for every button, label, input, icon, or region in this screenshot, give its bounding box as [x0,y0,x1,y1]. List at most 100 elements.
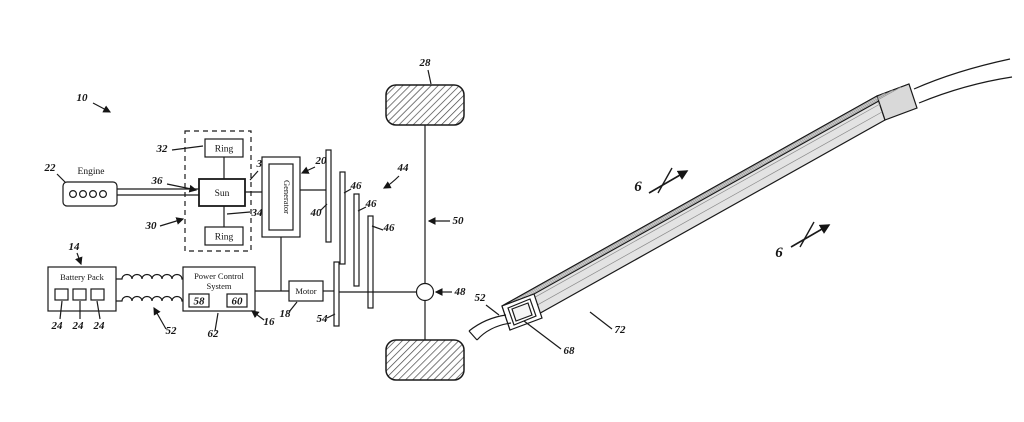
leader-ref-14 [75,252,83,266]
ref-24a-label: 24 [51,320,64,332]
leader-ref-32 [171,145,204,151]
pcs-module-58-box [188,293,210,308]
pcs-module-60-box [226,293,248,308]
power-links: 52 62 [116,273,219,340]
sun-gear-label: Sun [215,189,230,199]
ref-36-label: 36 [151,175,164,187]
ref-18-label: 18 [280,308,292,320]
beam-front-face [501,95,886,331]
leader-ref-36 [166,183,198,193]
engine-cylinder [98,190,107,199]
ref-52-left-label: 52 [166,325,178,337]
battery-pack: 14 Battery Pack 24 24 24 [47,241,117,332]
far-cable-line [918,76,1013,104]
section-mark-a: 6 [634,167,689,195]
ref-44-label: 44 [397,162,410,174]
leader-ref-30 [159,217,185,227]
trans-gear-bar-46a [339,171,346,265]
planetary-gearset: Ring Sun Ring 32 36 30 34 38 [145,130,268,252]
leader-ref-40 [319,203,328,212]
leader-ref-46c [371,225,384,231]
pcs-label-line1: Power Control [194,271,244,281]
ref-20-label: 20 [315,155,328,167]
ref-52-right-label: 52 [475,292,487,304]
gearset-dashed-boundary [184,130,252,252]
ref-46b-label: 46 [365,198,378,210]
section-a-label: 6 [634,179,642,195]
inductor-coil-top [116,273,183,280]
battery-pack-label: Battery Pack [60,272,104,282]
ring-gear-top-label: Ring [215,145,234,155]
motor-shaft-bar-54 [333,261,340,327]
leader-ref-24a [59,300,63,320]
powertrain-schematic: 10 22 Engine Ring Sun Ring 32 [44,57,467,381]
engine-cylinder [88,190,97,199]
ref-58-label: 58 [194,296,206,308]
leader-ref-46b [357,206,367,212]
wheel-front [385,84,465,126]
leader-ref-34 [226,211,251,215]
far-cable-line [913,58,1011,90]
ref-60-label: 60 [232,296,244,308]
trans-gear-bar-46c [367,215,374,309]
leader-ref-22 [56,173,67,184]
ref-46a-label: 46 [350,180,363,192]
leader-ref-68 [523,320,562,350]
leader-ref-38 [249,170,259,181]
ref-28-label: 28 [419,57,432,69]
leader-ref-20 [300,166,316,174]
ref-34-label: 34 [251,207,264,219]
pcs-label-line2: System [206,281,231,291]
leader-ref-24c [96,300,101,320]
ref-68-label: 68 [564,345,576,357]
near-cable-line [468,314,507,332]
leader-ref-52-right [485,304,500,316]
section-a-arrow [648,170,689,194]
battery-cell [72,288,87,301]
power-control-system: Power Control System 58 60 16 [182,266,289,328]
near-cable-line [476,322,512,341]
inductor-coil-bottom [116,295,183,302]
generator: Generator 20 [245,155,327,291]
ref-32-label: 32 [156,143,169,155]
ref-10-label: 10 [77,92,89,104]
near-cable-end [468,330,478,341]
ref-54-label: 54 [317,313,329,325]
leader-ref-46a [343,188,352,194]
leader-ref-16 [251,310,265,321]
generator-label: Generator [282,180,292,214]
engine-cylinder [78,190,87,199]
engine: 22 Engine [44,162,199,207]
inner-member-end [511,302,533,322]
ref-30-label: 30 [145,220,158,232]
wheel-rear [385,339,465,381]
section-b-tick [799,221,815,248]
trans-gear-bar-46b [353,193,360,287]
ref-14-label: 14 [69,241,81,253]
generator-box [268,163,294,231]
beam-shading [504,86,902,323]
leader-ref-28 [427,69,432,85]
ref-72-label: 72 [615,324,627,336]
section-b-label: 6 [775,245,783,261]
ref-24c-label: 24 [93,320,106,332]
section-b-arrow [790,224,831,248]
ref-48-label: 48 [454,286,467,298]
differential-circle [415,282,435,302]
engine-label: Engine [78,167,105,177]
leader-ref-52-left [153,306,167,330]
leader-ref-62 [214,312,219,332]
engine-cylinder [68,190,77,199]
ref-22-label: 22 [44,162,57,174]
leader-ref-18 [288,301,298,313]
ref-16-label: 16 [264,316,276,328]
section-a-tick [657,167,673,194]
leader-ref-72 [589,311,613,330]
battery-cell [54,288,69,301]
leader-ref-44 [382,175,400,189]
leader-ref-54 [326,313,336,319]
motor: Motor 18 [280,280,334,320]
trans-shaft-bar-40 [325,149,332,243]
ref-50-label: 50 [453,215,465,227]
